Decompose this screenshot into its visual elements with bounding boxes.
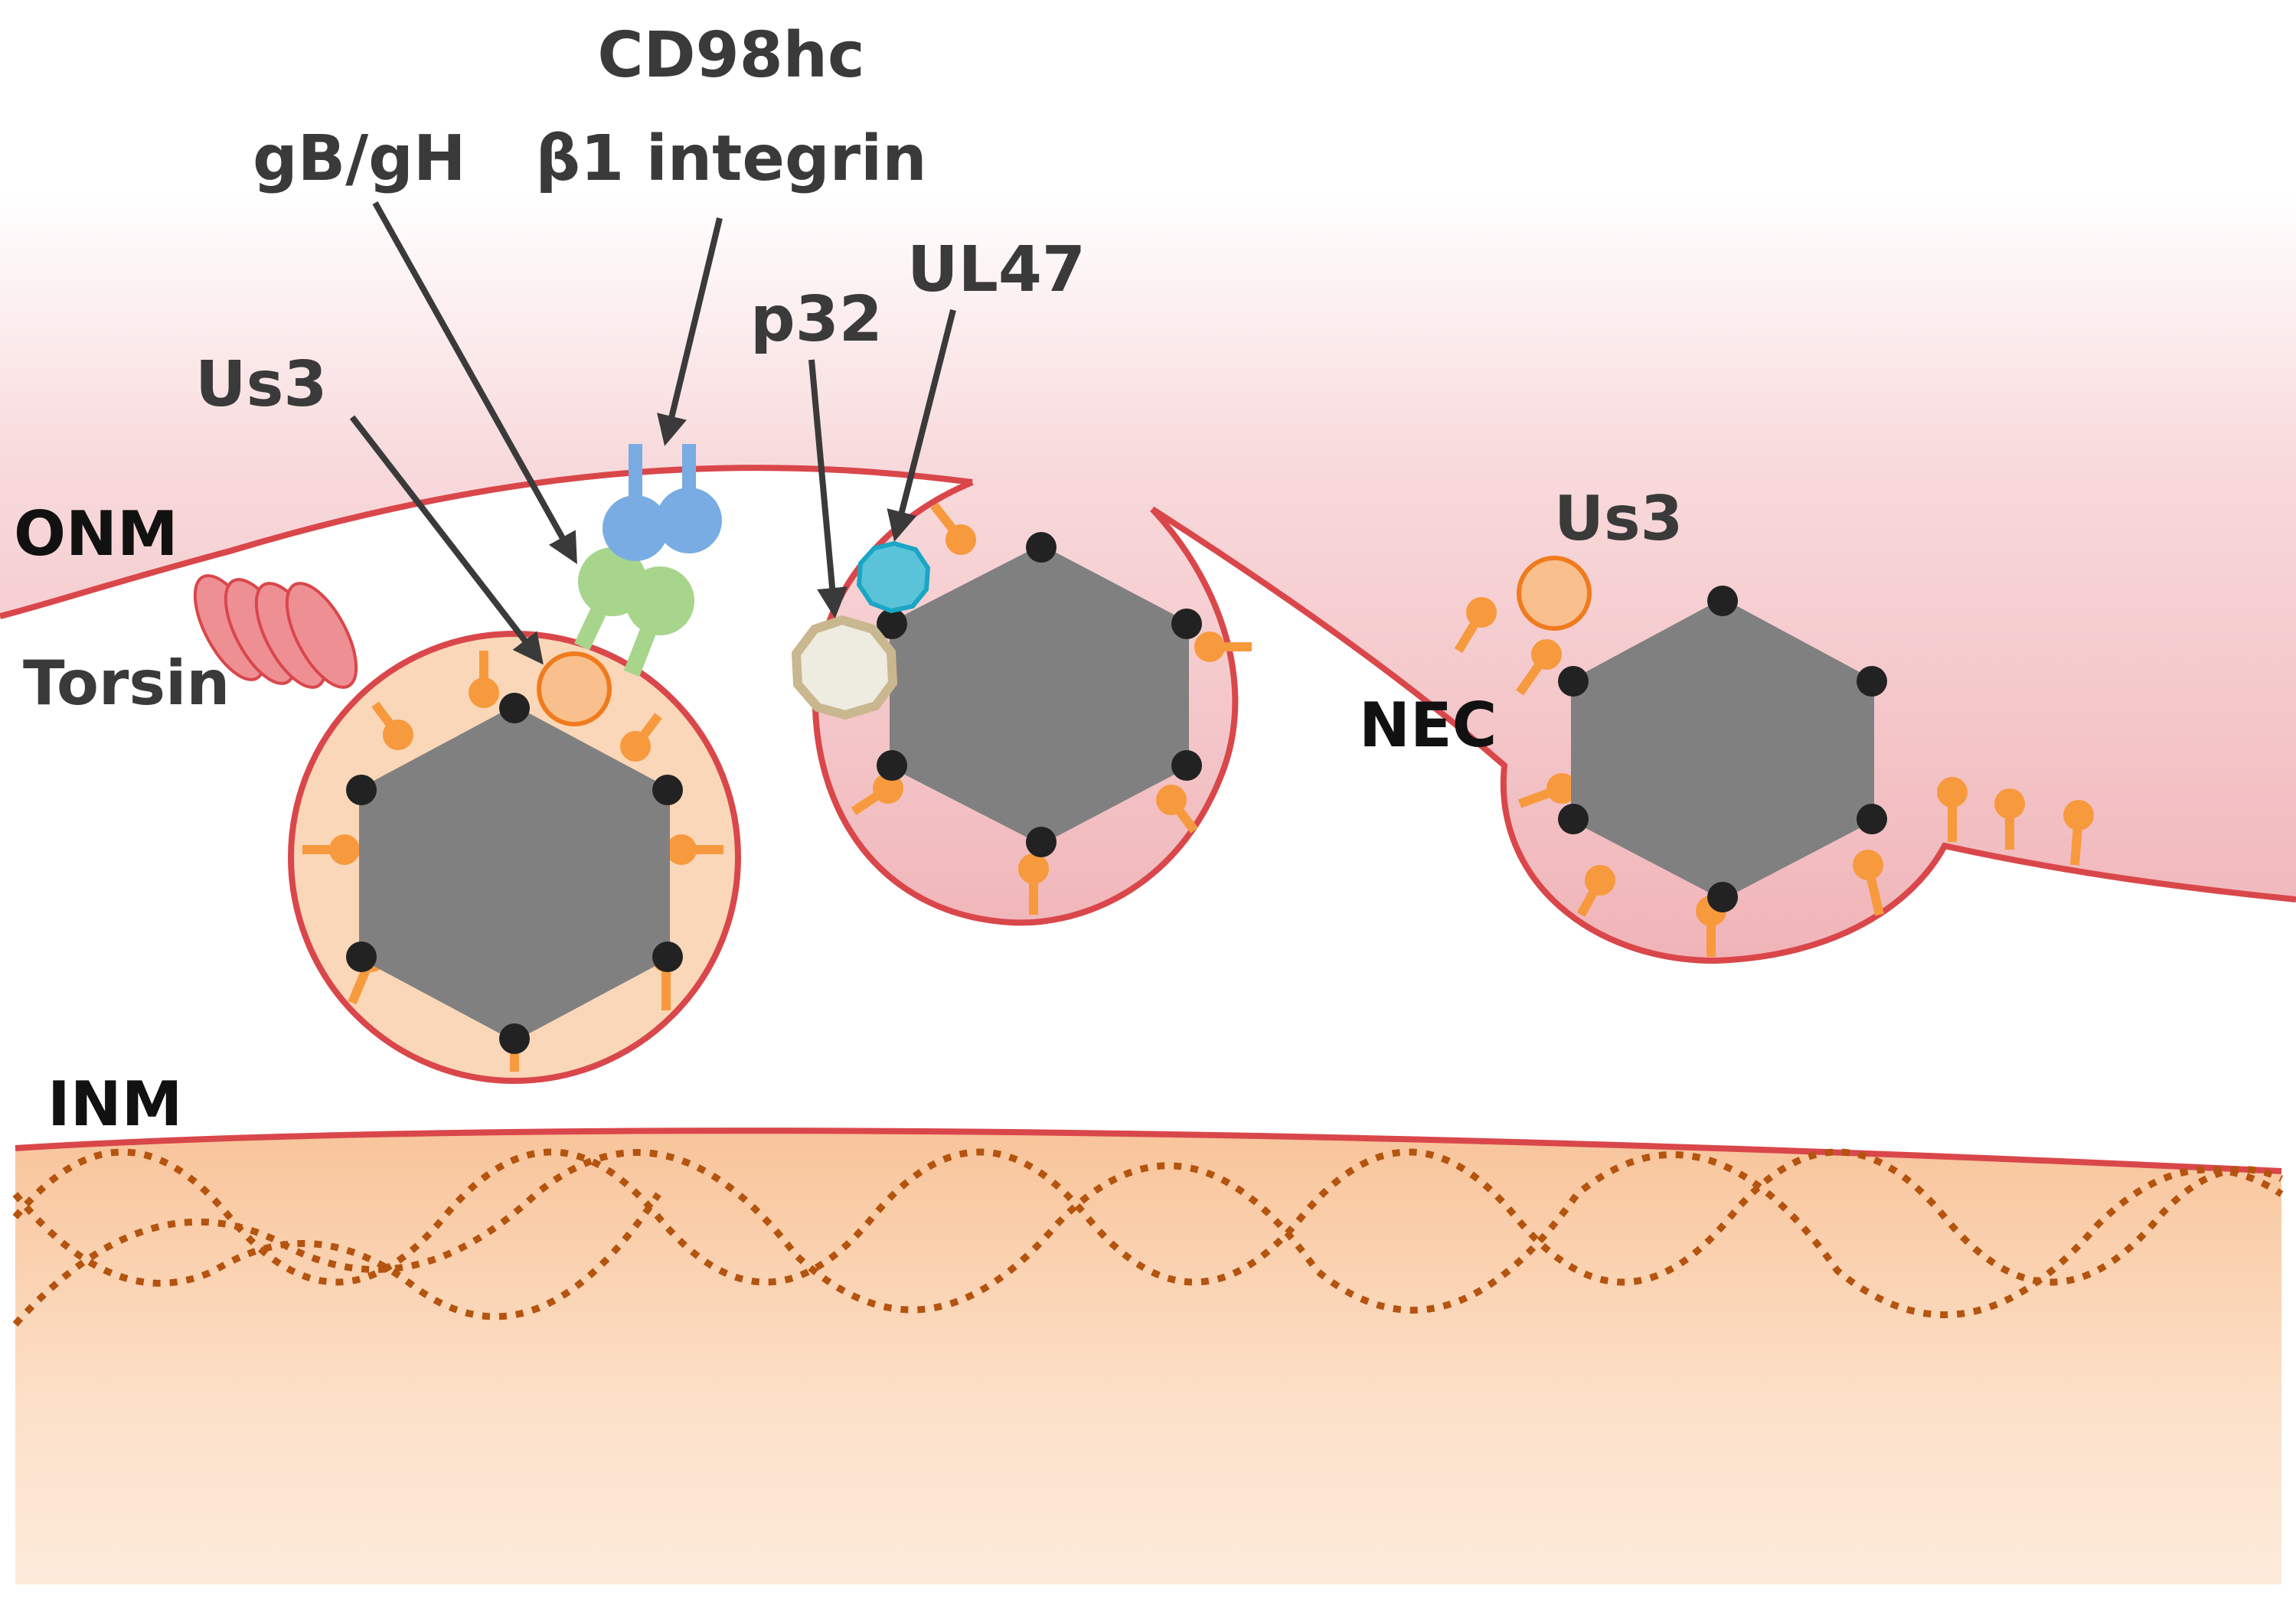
torsin-icon [193,574,358,689]
arrow-integrin [657,217,723,446]
capsid-vertex [346,693,683,1054]
label-us3-right: Us3 [1554,483,1683,554]
label-us3-left: Us3 [195,348,327,421]
label-nec: NEC [1359,690,1497,761]
arrow-ul47 [887,309,956,542]
label-p32: p32 [750,283,883,356]
integrin-icon [603,444,722,561]
p32-protein-icon [791,615,898,720]
label-ul47: UL47 [907,233,1086,306]
nec-protein-icon [1454,597,2094,957]
nucleus-region [15,1131,2281,1585]
label-torsin: Torsin [23,648,230,719]
us3-protein-left [537,651,612,726]
nuclear-lamina [12,1148,2284,1327]
arrow-gbgh [372,201,577,564]
budding-virion-middle [791,502,1252,915]
capsid-vertex [1558,586,1887,912]
inm-membrane [15,1128,2282,1174]
label-cd98hc: CD98hc [597,19,864,92]
us3-protein-right [1517,556,1592,631]
perinuclear-virion-left [288,631,741,1084]
label-arrows [349,201,956,665]
nec-protein-icon [851,502,1252,915]
capsid-vertex [877,532,1202,857]
onm-membrane-right [1150,506,2296,964]
arrow-p32 [808,359,848,618]
label-inm: INM [47,1069,182,1140]
label-gbgh: gB/gH [253,122,465,195]
gb-gh-glycoprotein-icon [574,547,694,677]
label-b1-integrin: β1 integrin [535,122,926,195]
onm-membrane [0,465,973,619]
ul47-protein-icon [856,540,931,614]
budding-virion-right [1454,556,2094,957]
label-onm: ONM [14,498,178,570]
arrow-us3 [349,415,544,665]
